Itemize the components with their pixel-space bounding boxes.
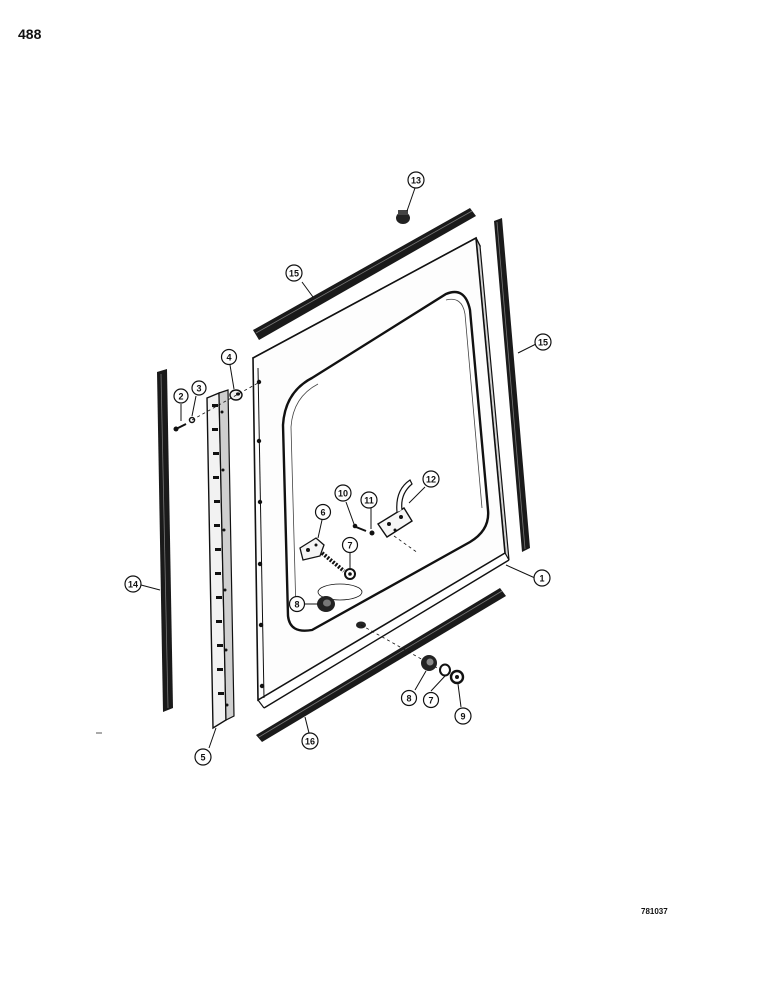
svg-text:2: 2 <box>178 392 183 402</box>
svg-text:11: 11 <box>364 496 374 506</box>
outer-washer <box>439 663 451 677</box>
svg-text:3: 3 <box>196 384 201 394</box>
callout-1: 1 <box>533 569 551 587</box>
callout-15-right: 15 <box>534 333 552 351</box>
svg-text:6: 6 <box>320 508 325 518</box>
figure-code: 781037 <box>641 907 668 916</box>
svg-text:16: 16 <box>305 737 315 747</box>
callout-8-inner: 8 <box>288 595 306 613</box>
callout-5: 5 <box>194 748 212 766</box>
svg-text:4: 4 <box>226 353 231 363</box>
page-number: 488 <box>18 26 42 42</box>
latch-handle <box>299 537 346 573</box>
callout-7-inner: 7 <box>341 536 359 554</box>
outer-nut <box>421 655 437 671</box>
svg-text:15: 15 <box>289 269 299 279</box>
callout-8-outer: 8 <box>400 689 418 707</box>
plug <box>396 210 410 224</box>
svg-text:1: 1 <box>539 574 544 584</box>
top-weather-strip <box>253 208 476 340</box>
hinge-screw <box>173 423 187 432</box>
callout-13: 13 <box>407 171 425 189</box>
callout-11: 11 <box>360 491 378 509</box>
svg-text:13: 13 <box>411 176 421 186</box>
hinge <box>206 389 235 730</box>
lock-screw <box>352 523 367 532</box>
lock-assembly <box>377 479 413 538</box>
svg-text:8: 8 <box>294 600 299 610</box>
svg-text:9: 9 <box>460 712 465 722</box>
svg-text:8: 8 <box>406 694 411 704</box>
callout-14: 14 <box>124 575 142 593</box>
svg-text:10: 10 <box>338 489 348 499</box>
svg-text:15: 15 <box>538 338 548 348</box>
left-weather-strip <box>157 369 173 712</box>
inner-nut <box>317 596 335 612</box>
svg-text:14: 14 <box>128 580 138 590</box>
callout-16: 16 <box>301 732 319 750</box>
callout-2: 2 <box>173 388 189 404</box>
callout-10: 10 <box>334 484 352 502</box>
callout-4: 4 <box>220 348 238 366</box>
svg-text:5: 5 <box>200 753 205 763</box>
right-weather-strip <box>494 218 530 552</box>
acorn-nut <box>449 669 465 685</box>
lock-washer <box>369 530 375 536</box>
lockwasher <box>188 416 196 424</box>
callout-9: 9 <box>454 707 472 725</box>
callout-15-top: 15 <box>285 264 303 282</box>
callout-3: 3 <box>191 380 207 396</box>
latch-washer <box>344 568 356 580</box>
callout-7-outer: 7 <box>422 691 440 709</box>
leader-lines <box>140 187 537 749</box>
door-panel <box>252 236 510 709</box>
callout-6: 6 <box>314 503 332 521</box>
callout-12: 12 <box>422 470 440 488</box>
svg-text:7: 7 <box>347 541 352 551</box>
svg-text:12: 12 <box>426 475 436 485</box>
bottom-weather-strip <box>256 588 506 742</box>
svg-text:7: 7 <box>428 696 433 706</box>
